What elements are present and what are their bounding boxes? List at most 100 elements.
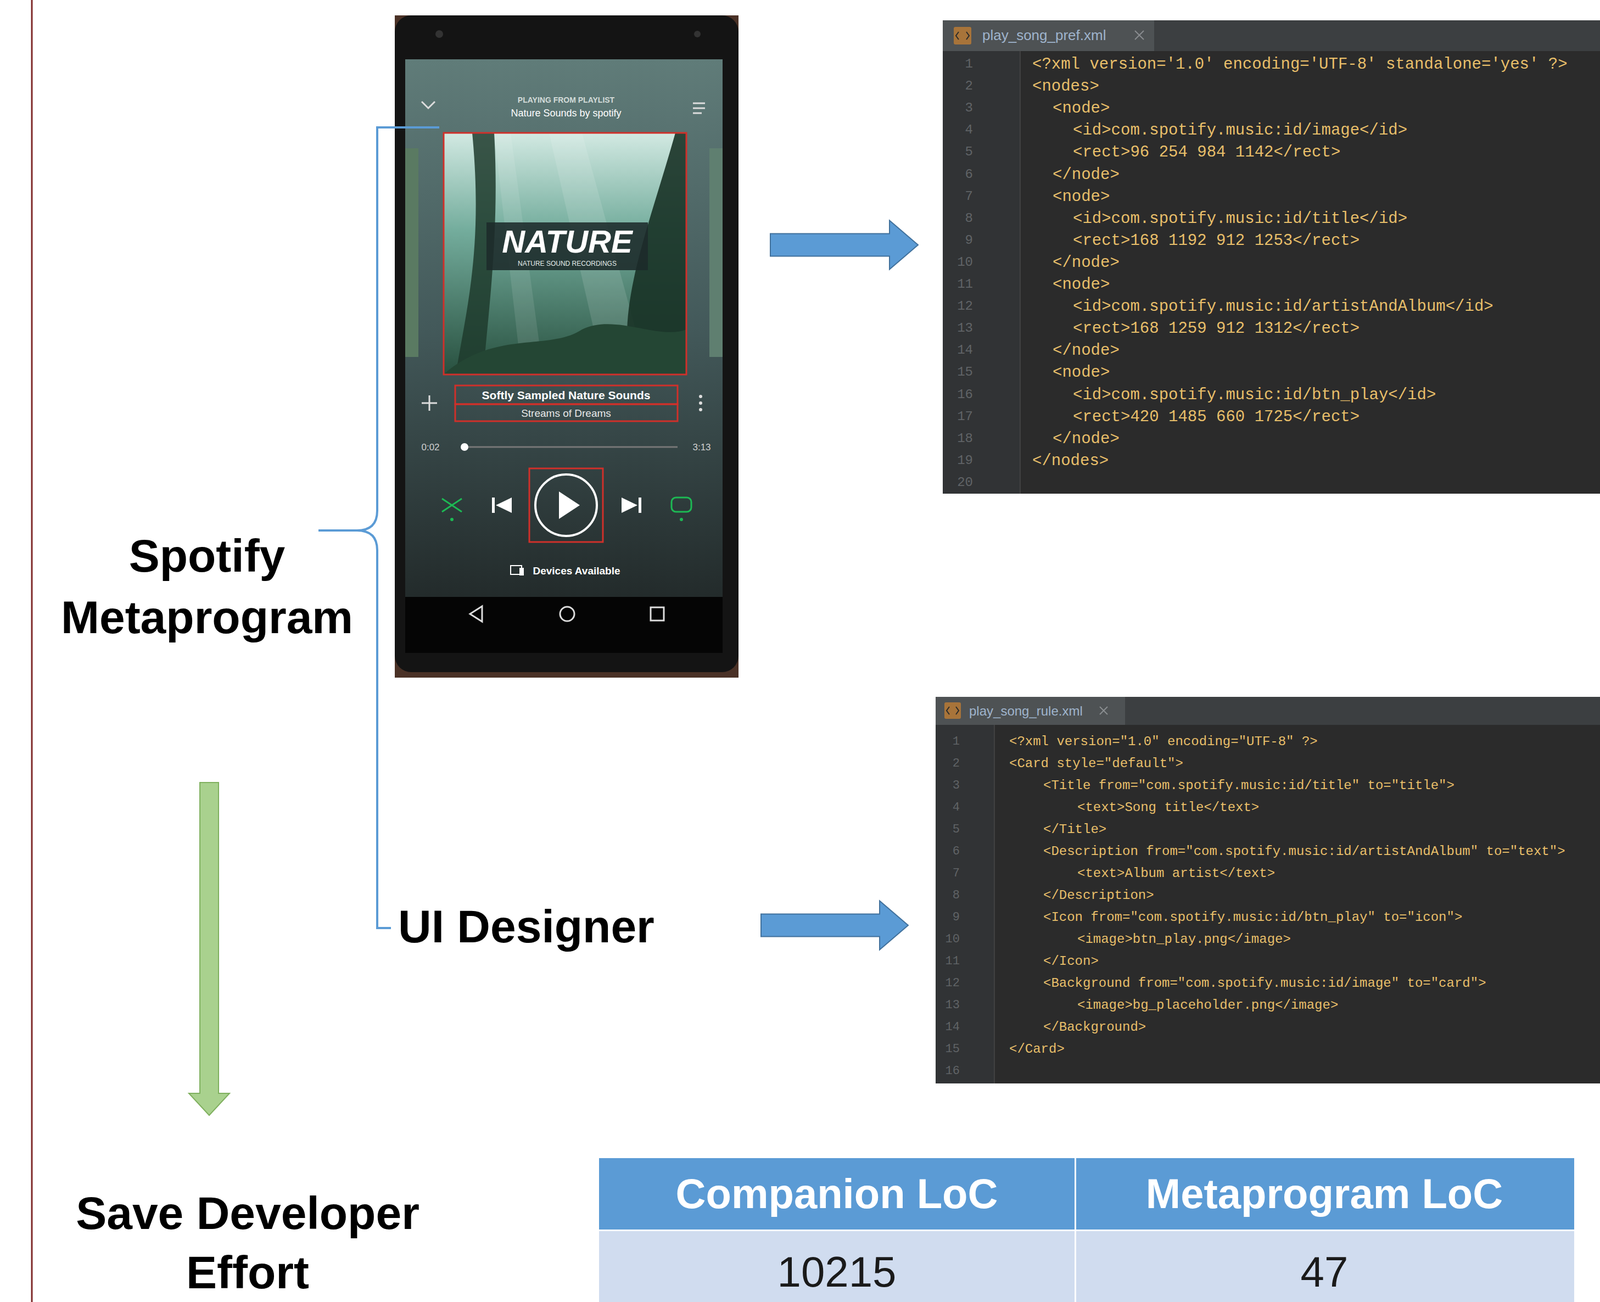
code-line: <nodes> [1032,78,1100,95]
line-number: 4 [965,123,973,137]
code-line: <Background from="com.spotify.music:id/i… [1043,976,1487,990]
screen-text: Nature Sounds by spotify [510,108,622,119]
code-line: </Card> [1009,1042,1065,1056]
line-number: 3 [952,779,960,792]
code-line: <?xml version='1.0' encoding='UTF-8' sta… [1032,56,1568,73]
heading-text: Spotify Metaprogram [42,524,372,648]
code-line: <image>bg_placeholder.png</image> [1077,998,1339,1012]
line-number: 11 [945,955,960,968]
table-header: Companion LoC [675,1172,999,1215]
table-cell: 47 [1300,1250,1349,1294]
line-number: 3 [965,101,973,115]
line-number: 16 [957,388,973,402]
code-line: <node> [1052,276,1110,293]
line-number: 6 [952,845,960,858]
phone-screenshot: PLAYING FROM PLAYLIST Nature Sounds by sp… [394,15,739,678]
code-line: <Icon from="com.spotify.music:id/btn_pla… [1043,910,1463,925]
line-number: 19 [957,454,973,468]
code-line: <rect>168 1259 912 1312</rect> [1072,320,1360,337]
line-number: 2 [965,79,973,93]
block-arrow [770,220,919,270]
screen-text: Softly Sampled Nature Sounds [482,389,651,401]
code-line: <id>com.spotify.music:id/btn_play</id> [1072,386,1436,403]
code-line: </node> [1052,254,1120,271]
line-number: 10 [945,933,960,946]
line-number: 20 [957,476,973,490]
code-line: </node> [1052,430,1120,447]
line-number: 1 [952,735,960,748]
code-line: <Description from="com.spotify.music:id/… [1043,845,1566,859]
table-grid [599,1157,1575,1302]
bracket [318,127,440,928]
line-number: 11 [957,277,973,292]
table-cell: 10215 [777,1250,897,1294]
line-number: 4 [952,801,960,814]
code-line: </nodes> [1032,452,1109,469]
editor-chrome [935,696,1600,1084]
block-arrow [761,901,909,950]
code-line: </Icon> [1043,954,1099,969]
code-line: <rect>168 1192 912 1253</rect> [1072,232,1360,249]
code-line: <?xml version="1.0" encoding="UTF-8" ?> [1009,735,1318,749]
code-line: <text>Album artist</text> [1077,866,1275,881]
line-number: 5 [965,145,973,159]
file-tab-name: play_song_rule.xml [969,704,1083,718]
line-number: 15 [957,365,973,379]
code-line: </node> [1052,166,1120,183]
concept-label: UI Designer [398,895,739,958]
screen-text: 3:13 [692,442,711,452]
heading-text: UI Designer [398,895,739,958]
editor-chrome [942,20,1600,494]
block-arrow [188,782,230,1116]
line-number: 8 [965,211,973,226]
code-editor: play_song_pref.xml <?xml version='1.0' en… [942,20,1600,494]
line-number: 6 [965,168,973,182]
code-line: </node> [1052,342,1120,359]
line-number: 13 [945,999,960,1012]
line-number: 15 [945,1043,960,1056]
code-line: </Background> [1043,1020,1146,1034]
screen-text: PLAYING FROM PLAYLIST [517,96,615,104]
code-line: <Card style="default"> [1009,757,1184,771]
line-number: 12 [957,299,973,313]
slide-rule [31,0,33,1302]
line-number: 13 [957,321,973,335]
code-line: </Title> [1043,823,1107,837]
screen-text: 0:02 [421,442,440,452]
code-line: <id>com.spotify.music:id/title</id> [1072,210,1408,227]
line-number: 8 [952,889,960,902]
line-number: 9 [965,233,973,248]
code-line: <rect>96 254 984 1142</rect> [1072,144,1341,161]
line-number: 5 [952,823,960,836]
heading-text: Save Developer Effort [55,1183,440,1302]
table-header: Metaprogram LoC [1145,1172,1503,1215]
code-editor: play_song_rule.xml <?xml version="1.0" en… [935,696,1600,1084]
line-number: 14 [957,343,973,357]
code-line: <node> [1052,100,1110,117]
line-number: 18 [957,432,973,446]
line-number: 16 [945,1065,960,1078]
screen-text: Devices Available [532,565,620,576]
code-line: <image>btn_play.png</image> [1077,932,1291,947]
line-number: 7 [965,189,973,204]
screen-text: NATURE [501,225,632,258]
line-number: 10 [957,255,973,270]
code-line: <id>com.spotify.music:id/image</id> [1072,122,1408,139]
screen-text: Streams of Dreams [521,407,612,419]
line-number: 12 [945,977,960,990]
line-number: 14 [945,1021,960,1034]
line-number: 17 [957,410,973,424]
code-line: </Description> [1043,888,1155,903]
code-line: <rect>420 1485 660 1725</rect> [1072,408,1360,425]
code-line: <node> [1052,364,1110,381]
screen-text: NATURE SOUND RECORDINGS [517,260,617,267]
line-number: 2 [952,757,960,770]
file-tab-name: play_song_pref.xml [982,28,1106,43]
line-number: 9 [952,911,960,924]
concept-label: Spotify Metaprogram [42,524,372,769]
code-line: <Title from="com.spotify.music:id/title"… [1043,779,1455,793]
phone-photo [394,15,739,678]
line-number: 1 [965,57,973,71]
